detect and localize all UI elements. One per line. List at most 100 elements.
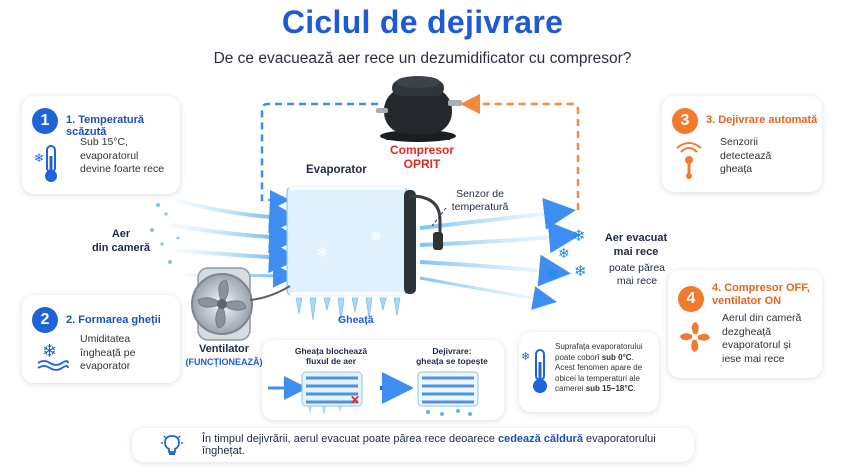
info-emphasis: sub 0°C: [601, 352, 632, 362]
air-out-note2: mai rece: [616, 275, 658, 287]
step-number-2: 2: [32, 307, 58, 333]
compressor-label: Compresor OPRIT: [386, 143, 458, 171]
step-text-3-line: gheața: [720, 163, 753, 175]
step-text-1-line: Sub 15°C,: [80, 136, 128, 148]
defrost-comparison-panel: Gheața blochează fluxul de aer Dejivrare…: [262, 340, 504, 420]
info-box: ❄ Suprafața evaporatorului poate coborî …: [519, 332, 659, 412]
svg-text:❄: ❄: [521, 351, 530, 363]
fan-label-line1: Ventilator: [198, 343, 250, 355]
step-text-1-line: evaporatorul: [80, 149, 139, 162]
thermometer-icon: ❄: [521, 349, 547, 393]
air-in-line1: Aer: [111, 228, 131, 240]
compressor-label-line2: OPRIT: [403, 157, 441, 171]
mini-right-line1: Dejivrare:: [432, 346, 472, 356]
evaporator-label: Evaporator: [306, 164, 367, 176]
outgoing-air-flow: [419, 197, 581, 310]
svg-text:✕: ✕: [350, 393, 360, 407]
air-out-label: Aer evacuat mai rece: [598, 231, 674, 259]
svg-text:❄: ❄: [42, 341, 57, 361]
snowflake-ice-icon: ❄: [37, 341, 69, 371]
step-title-4-line2: ventilator ON: [712, 295, 782, 307]
step-text-4: Aerul din cameră dezgheață evaporatorul …: [722, 312, 801, 366]
step-card-2: 2 2. Formarea gheții ❄ Umiditatea înghea…: [22, 295, 180, 383]
step-title-4: 4. Compresor OFF, ventilator ON: [712, 282, 810, 308]
step-card-1: 1 1. Temperatură scăzută ❄ Sub 15°C, eva…: [22, 96, 180, 194]
step-card-3: 3 3. Dejivrare automată Senzorii detecte…: [662, 96, 822, 192]
footer-text: În timpul dejivrării, aerul evacuat poat…: [202, 433, 694, 457]
thermometer-snowflake-icon: ❄: [34, 145, 57, 182]
step-text-2-line: îngheață pe: [80, 346, 136, 359]
step-title-3: 3. Dejivrare automată: [706, 114, 818, 126]
warm-refrigerant-line: [460, 94, 580, 210]
sensor-icon: [676, 142, 702, 179]
sensor-label-line1: Senzor de: [456, 188, 504, 200]
step-text-3-line: detectează: [720, 149, 772, 162]
info-text-part: poate coborî: [555, 352, 602, 362]
info-text: Suprafața evaporatorului poate coborî su…: [555, 342, 657, 395]
compressor-label-line1: Compresor: [389, 143, 454, 157]
step-text-2: Umiditatea îngheață pe evaporator: [80, 333, 135, 374]
step-title-4-line1: 4. Compresor OFF,: [712, 282, 810, 294]
footer-text-part: evaporatorului înghețat.: [202, 433, 656, 457]
snowflake-icon: ❄: [572, 228, 586, 245]
info-text-part: .: [631, 352, 634, 362]
step-text-2-line: Umiditatea: [80, 333, 131, 345]
step-number-1: 1: [32, 108, 58, 134]
sensor-label: Senzor de temperatură: [440, 188, 520, 214]
step-card-4: 4 4. Compresor OFF, ventilator ON Aerul …: [668, 270, 822, 378]
step-title-1: 1. Temperatură scăzută: [66, 114, 145, 138]
step-text-4-line: evaporatorul și: [722, 339, 791, 351]
sensor-label-line2: temperatură: [451, 201, 509, 213]
info-text-part: camerei: [555, 384, 586, 393]
mini-left-line2: fluxul de aer: [305, 356, 357, 366]
compressor: [376, 76, 462, 142]
mini-right-label: Dejivrare: gheața se topește: [402, 346, 502, 366]
frozen-coil: [301, 371, 363, 416]
air-out-note: poate părea mai rece: [602, 262, 672, 288]
footer-emphasis: cedează căldură: [497, 433, 583, 445]
ice-label: Gheață: [338, 314, 374, 326]
evaporator-coil: [286, 182, 443, 323]
fan-orange-icon: [680, 322, 710, 352]
step-number-4: 4: [678, 286, 704, 312]
page-subtitle: De ce evacuează aer rece un dezumidifica…: [213, 50, 632, 67]
fan-unit: [191, 267, 253, 341]
snowflake-icon: ❄: [547, 266, 559, 282]
mini-left-label: Gheața blochează fluxul de aer: [276, 346, 386, 366]
step-number-3: 3: [672, 108, 698, 134]
info-line: poate coborî sub 0°C.: [555, 353, 657, 364]
info-line: Acest fenomen apare de: [555, 363, 643, 372]
info-text-part: .: [633, 384, 636, 393]
info-line: camerei sub 15–18°C.: [555, 384, 657, 395]
step-text-4-line: Aerul din cameră: [722, 312, 802, 324]
step-text-3-line: Senzorii: [720, 136, 758, 148]
fan-label: Ventilator (FUNCȚIONEAZĂ): [178, 343, 270, 369]
air-out-line2: mai rece: [613, 246, 659, 258]
snowflake-icon: ❄: [316, 244, 328, 260]
cold-refrigerant-line: [260, 102, 378, 210]
step-text-2-line: evaporator: [80, 360, 131, 372]
mini-coil-illustration: ✕: [268, 371, 479, 416]
step-text-1: Sub 15°C, evaporatorul devine foarte rec…: [80, 136, 164, 177]
info-emphasis: sub 15–18°C: [585, 384, 634, 393]
snowflake-icon: ❄: [574, 263, 587, 280]
step-text-4-line: dezgheață: [722, 325, 772, 338]
air-out-note1: poate părea: [608, 262, 666, 274]
step-title-2: 2. Formarea gheții: [66, 314, 161, 326]
air-in-line2: din cameră: [91, 242, 151, 254]
svg-text:❄: ❄: [34, 151, 44, 165]
incoming-air-flow: [150, 198, 301, 288]
step-text-1-line: devine foarte rece: [80, 163, 165, 175]
info-line: Suprafața evaporatorului: [555, 342, 643, 351]
fan-label-line2: (FUNCȚIONEAZĂ): [185, 357, 263, 367]
mini-left-line1: Gheața blochează: [294, 346, 368, 356]
footer-text-part: În timpul dejivrării, aerul evacuat poat…: [202, 433, 498, 445]
air-out-line1: Aer evacuat: [604, 232, 668, 244]
mini-right-line2: gheața se topește: [416, 356, 488, 366]
thawing-coil: [417, 371, 479, 416]
step-text-4-line: iese mai rece: [722, 352, 785, 365]
snowflake-icon: ❄: [558, 245, 570, 261]
step-text-3: Senzorii detectează gheața: [720, 136, 771, 177]
page-title: Ciclul de dejivrare: [281, 4, 564, 40]
